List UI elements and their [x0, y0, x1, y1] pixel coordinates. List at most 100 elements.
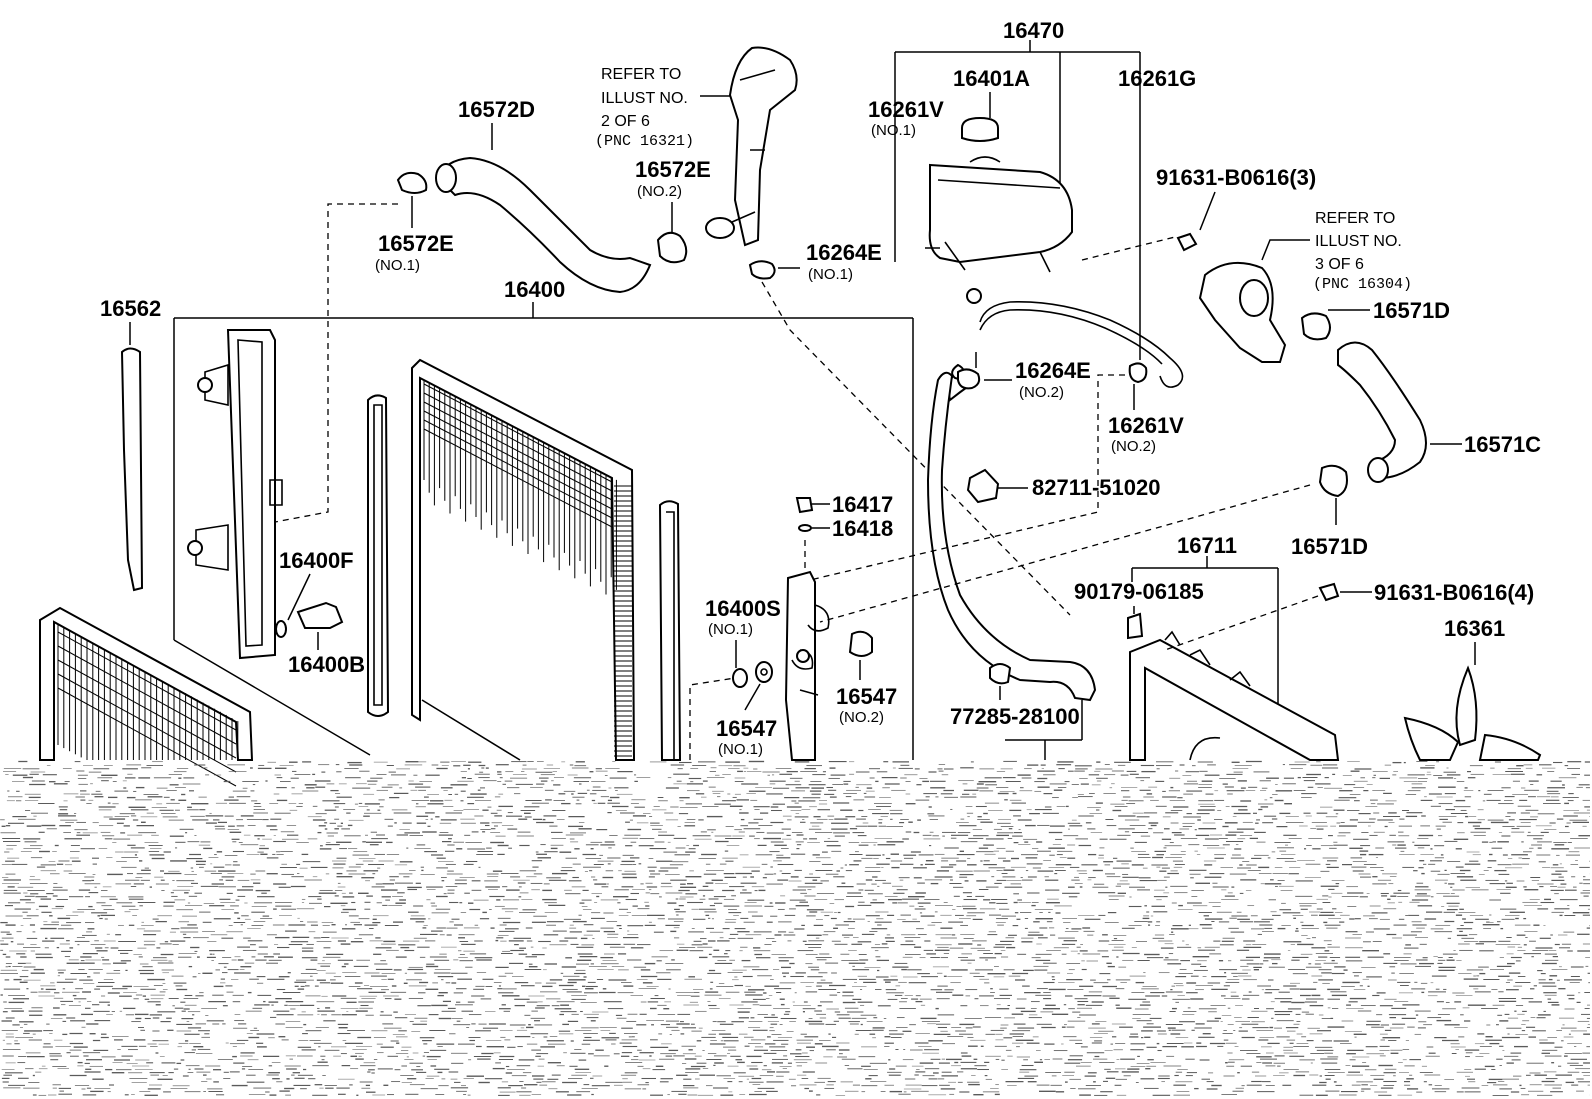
label-16417: 16417: [832, 492, 893, 517]
label-16572E-no2-sub: (NO.2): [637, 183, 682, 200]
label-16261V-no1-sub: (NO.1): [871, 122, 916, 139]
label-16571D-a: 16571D: [1373, 298, 1450, 323]
label-16261G: 16261G: [1118, 66, 1196, 91]
label-16264E-no1-sub: (NO.1): [808, 266, 853, 283]
fan-group: 16361: [1403, 616, 1542, 761]
fan-shroud-group: 16711 90179-06185 91631-B0616(4): [1074, 533, 1534, 761]
radiator-core: [411, 358, 636, 761]
note-ref2-line4: (PNC 16304): [1313, 276, 1412, 293]
clamp-16572E-no1: [396, 171, 428, 194]
hatch-line: [423, 410, 613, 510]
seal-strip-right: [658, 500, 682, 761]
water-inlet-16304: [1198, 261, 1287, 363]
water-inlet-ref: 91631-B0616(3) REFER TO ILLUST NO. 3 OF …: [819, 165, 1541, 623]
cushion-16547-no2: [848, 630, 873, 657]
label-16264E-no2: 16264E: [1015, 358, 1091, 383]
label-16470: 16470: [1003, 18, 1064, 43]
lower-hose-group: 16264E (NO.2) 16261V (NO.2) 82711-51020 …: [809, 352, 1184, 760]
hatch-line: [57, 631, 237, 731]
o-ring-16418: [798, 524, 812, 532]
label-16711: 16711: [1177, 533, 1237, 558]
label-82711: 82711-51020: [1032, 475, 1160, 500]
label-16571C: 16571C: [1464, 432, 1541, 457]
label-16562: 16562: [100, 296, 161, 321]
label-16418: 16418: [832, 516, 893, 541]
o-ring-16400F: [275, 620, 287, 638]
radiator-core-edge: [614, 485, 632, 757]
lower-radiator-hose-16571C: [1337, 341, 1427, 480]
hatch-line: [57, 673, 237, 773]
label-16264E-no1: 16264E: [806, 240, 882, 265]
label-16401A: 16401A: [953, 66, 1030, 91]
condenser-fins: [57, 625, 239, 787]
hatch-line: [423, 419, 613, 519]
bracket-16470: [894, 40, 1141, 360]
label-16572E-no2: 16572E: [635, 157, 711, 182]
label-16264E-no2-sub: (NO.2): [1019, 384, 1064, 401]
label-16547-no1: 16547: [716, 716, 777, 741]
hatch-line: [423, 428, 613, 528]
cushion-16547-no1: [755, 661, 773, 683]
label-91631-3: 91631-B0616(3): [1156, 165, 1316, 190]
upper-hose-group: 16572D 16572E (NO.1) 16572E (NO.2): [274, 97, 711, 523]
label-16572E-no1-sub: (NO.1): [375, 257, 420, 274]
label-16547-no1-sub: (NO.1): [718, 741, 763, 758]
reservoir-tank: [928, 163, 1073, 264]
label-16261V-no1: 16261V: [868, 97, 944, 122]
label-90179: 90179-06185: [1074, 579, 1204, 604]
water-outlet-ref: REFER TO ILLUST NO. 2 OF 6 (PNC 16321) 1…: [595, 46, 1071, 616]
radiator-assembly-group: 16400 16562 16400F 16400B: [39, 277, 914, 787]
scan-noise-region: [0, 760, 1590, 1096]
fan-blade-top: [1455, 665, 1478, 747]
condenser-partial: [39, 606, 254, 761]
hatch-line: [423, 401, 613, 501]
clamp-16571D-b: [1318, 464, 1348, 498]
reservoir-details: [925, 156, 1061, 273]
bolt-91631-3: [1176, 232, 1198, 252]
label-16547-no2-sub: (NO.2): [839, 709, 884, 726]
clip-90179-06185: [1127, 612, 1144, 640]
label-16572E-no1: 16572E: [378, 231, 454, 256]
hatch-line: [57, 659, 237, 759]
clamp-16261V-no2: [1128, 362, 1148, 384]
label-16400B: 16400B: [288, 652, 365, 677]
reservoir-group: 16470 16401A 16261V (NO.1) 16261G: [868, 18, 1196, 388]
note-ref1-line4: (PNC 16321): [595, 133, 694, 150]
label-16400S-sub: (NO.1): [708, 621, 753, 638]
label-16361: 16361: [1444, 616, 1505, 641]
label-16547-no2: 16547: [836, 684, 897, 709]
clamp-16264E-no1: [748, 260, 776, 280]
radiator-left-tank: [226, 329, 276, 660]
seal-strip-left: [367, 394, 390, 717]
radiator-core-fins: [423, 380, 617, 595]
clip-82711-51020: [966, 468, 1000, 504]
label-91631-4: 91631-B0616(4): [1374, 580, 1534, 605]
fan-blade-left: [1403, 716, 1460, 761]
bolt-91631-4: [1318, 582, 1340, 602]
note-ref1-line1: REFER TO: [601, 66, 681, 83]
label-16400F: 16400F: [279, 548, 354, 573]
radiator-right-tank: [784, 570, 816, 761]
note-ref2-line3: 3 OF 6: [1315, 256, 1364, 273]
hose-77285-28100: [926, 371, 1097, 702]
drain-cock-16400B: [296, 601, 344, 629]
label-16400: 16400: [504, 277, 565, 302]
hatch-line: [423, 383, 613, 483]
clamp-16264E-no2: [957, 368, 981, 390]
note-ref2-line2: ILLUST NO.: [1315, 233, 1402, 250]
label-16572D: 16572D: [458, 97, 535, 122]
fan-shroud-16711: [1129, 638, 1340, 761]
hatch-line: [423, 392, 613, 492]
seal-16562: [120, 347, 144, 592]
label-16400S: 16400S: [705, 596, 781, 621]
clamp-16572E-no2: [656, 231, 688, 264]
reservoir-hose-16261G: [979, 301, 1184, 388]
label-77285: 77285-28100: [950, 704, 1080, 729]
label-16571D-b: 16571D: [1291, 534, 1368, 559]
clamp-16571D-a: [1300, 312, 1331, 341]
fan-blade-right: [1478, 733, 1542, 761]
note-ref2-line1: REFER TO: [1315, 210, 1395, 227]
washer-16400S: [732, 668, 748, 688]
note-ref1-line2: ILLUST NO.: [601, 90, 688, 107]
note-ref1-line3: 2 OF 6: [601, 113, 650, 130]
